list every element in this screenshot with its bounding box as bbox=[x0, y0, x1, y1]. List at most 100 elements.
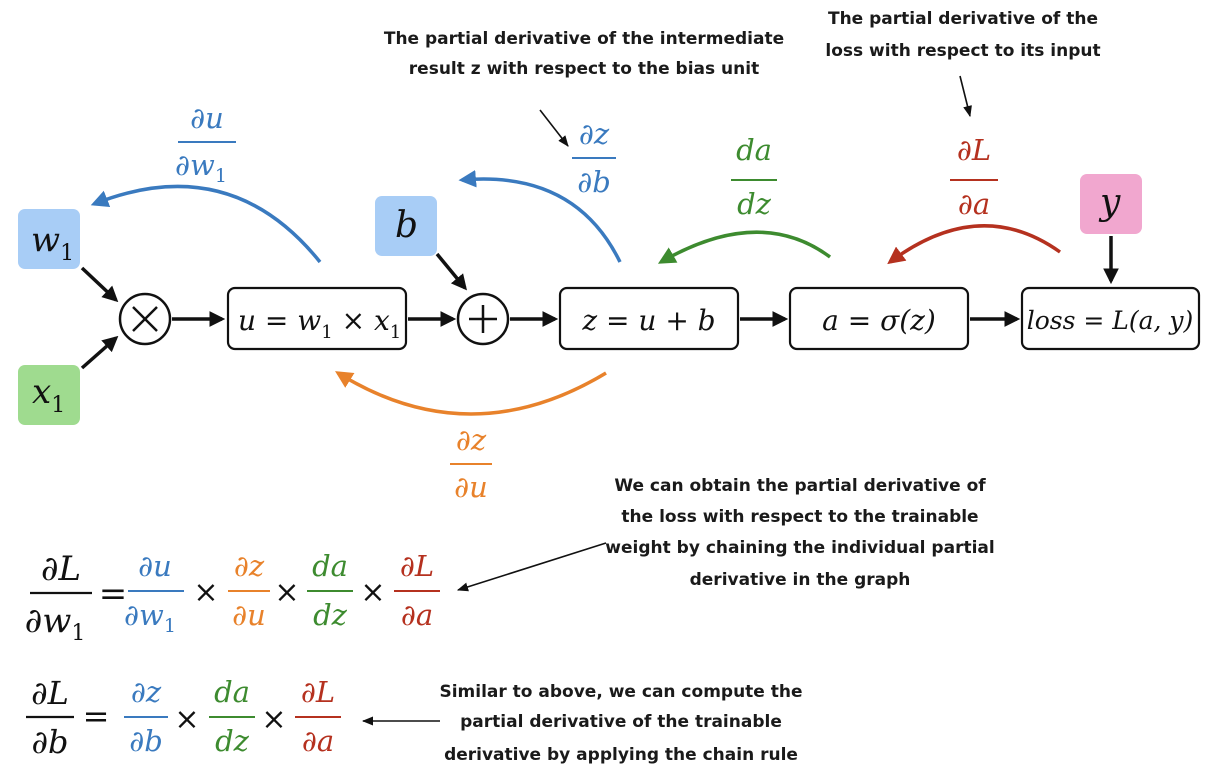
b-label: b bbox=[395, 205, 418, 246]
x1-label: x bbox=[32, 372, 51, 412]
dl-da-den: ∂a bbox=[958, 187, 990, 221]
equation-dl-db: ∂L ∂b = ∂z ∂b × da dz × ∂L ∂a bbox=[26, 674, 341, 761]
bias-chain-note-line-3: derivative by applying the chain rule bbox=[444, 745, 798, 765]
eq2-term3-den: ∂a bbox=[302, 724, 334, 758]
bias-note-line-2: result z with respect to the bias unit bbox=[409, 59, 759, 79]
annotation-bias-chain: Similar to above, we can compute the par… bbox=[361, 682, 803, 765]
eq1-times-3: × bbox=[360, 575, 385, 610]
eq1-term2-num: ∂z bbox=[234, 549, 265, 583]
b-input-box: b bbox=[375, 196, 437, 256]
y-input-box: y bbox=[1080, 174, 1142, 234]
bias-chain-note-line-1: Similar to above, we can compute the bbox=[439, 682, 802, 702]
node-u-sub: 1 bbox=[321, 322, 332, 343]
du-dw1-den-sub: 1 bbox=[215, 165, 227, 187]
label-dl-da: ∂L ∂a bbox=[950, 133, 998, 221]
eq1-lhs-num: ∂L bbox=[41, 549, 81, 589]
svg-text:∂w1: ∂w1 bbox=[175, 148, 227, 187]
svg-text:∂w1: ∂w1 bbox=[124, 598, 176, 637]
du-dw1-num: ∂u bbox=[190, 101, 224, 135]
bias-note-pointer bbox=[539, 109, 569, 147]
eq2-term1-num: ∂z bbox=[131, 675, 162, 709]
backprop-arrow-da-dz bbox=[657, 230, 832, 264]
svg-text:x1: x1 bbox=[32, 372, 65, 418]
annotation-weight: We can obtain the partial derivative of … bbox=[456, 476, 995, 592]
eq1-times-2: × bbox=[274, 575, 299, 610]
dz-du-num: ∂z bbox=[456, 423, 487, 457]
eq1-times-1: × bbox=[193, 575, 218, 610]
eq1-term1-den: ∂w bbox=[124, 598, 164, 632]
backprop-arrow-dl-da bbox=[887, 224, 1062, 265]
loss-note-line-2: loss with respect to its input bbox=[825, 41, 1100, 61]
eq2-equals: = bbox=[83, 697, 110, 735]
loss-note-pointer bbox=[959, 75, 972, 118]
backprop-arrow-du-dw1 bbox=[90, 184, 322, 264]
x1-input-box: x1 bbox=[18, 365, 80, 425]
node-u: u = w1 × x1 bbox=[226, 286, 408, 351]
bias-chain-note-line-2: partial derivative of the trainable bbox=[460, 712, 782, 732]
weight-note-line-2: the loss with respect to the trainable bbox=[621, 507, 978, 527]
weight-note-line-4: derivative in the graph bbox=[690, 570, 911, 590]
eq2-term2-num: da bbox=[214, 675, 250, 709]
eq2-term2-den: dz bbox=[215, 724, 250, 758]
eq2-term3-num: ∂L bbox=[301, 675, 335, 709]
label-da-dz: da dz bbox=[731, 133, 777, 221]
label-dz-du: ∂z ∂u bbox=[450, 423, 492, 504]
backprop-arrow-dz-db bbox=[458, 170, 622, 263]
da-dz-num: da bbox=[736, 133, 772, 167]
bias-note-line-1: The partial derivative of the intermedia… bbox=[384, 29, 784, 49]
edge-w1-to-multiply bbox=[80, 266, 119, 303]
w1-label: w bbox=[31, 220, 60, 260]
eq1-term4-den: ∂a bbox=[401, 598, 433, 632]
eq1-lhs-den-sub: 1 bbox=[71, 621, 85, 646]
equation-dl-dw1: ∂L ∂w1 = ∂u ∂w1 × ∂z ∂u × da dz × ∂L ∂a bbox=[25, 549, 440, 646]
node-u-lhs: u = w bbox=[238, 304, 321, 337]
w1-input-box: w1 bbox=[18, 209, 80, 269]
node-z: z = u + b bbox=[558, 286, 740, 351]
backprop-arrow-dz-du bbox=[335, 371, 607, 416]
node-a-label: a = σ(z) bbox=[822, 304, 936, 337]
node-z-label: z = u + b bbox=[581, 304, 715, 337]
node-loss: loss = L(a, y) bbox=[1020, 286, 1201, 351]
annotation-loss: The partial derivative of the loss with … bbox=[825, 9, 1101, 118]
eq2-lhs-num: ∂L bbox=[31, 674, 69, 712]
add-operator bbox=[456, 292, 510, 346]
node-loss-label: loss = L(a, y) bbox=[1027, 306, 1194, 335]
eq1-term3-den: dz bbox=[313, 598, 348, 632]
forward-edges bbox=[80, 236, 1119, 370]
eq2-times-2: × bbox=[261, 702, 286, 737]
eq1-term1-den-sub: 1 bbox=[164, 615, 176, 637]
eq2-times-1: × bbox=[174, 702, 199, 737]
eq1-term2-den: ∂u bbox=[232, 598, 266, 632]
edge-b-to-add bbox=[435, 252, 468, 291]
label-dz-db: ∂z ∂b bbox=[572, 117, 616, 199]
weight-note-line-3: weight by chaining the individual partia… bbox=[605, 538, 994, 558]
y-label: y bbox=[1098, 182, 1121, 223]
eq1-term3-num: da bbox=[312, 549, 348, 583]
dz-db-num: ∂z bbox=[579, 117, 610, 151]
x1-subscript: 1 bbox=[51, 393, 65, 418]
eq1-term4-num: ∂L bbox=[400, 549, 434, 583]
eq1-equals: = bbox=[99, 574, 128, 614]
loss-note-line-1: The partial derivative of the bbox=[828, 9, 1098, 29]
svg-text:u = w1 × x1: u = w1 × x1 bbox=[238, 304, 401, 343]
multiply-operator bbox=[118, 292, 172, 346]
du-dw1-den: ∂w bbox=[175, 148, 215, 182]
eq1-term1-num: ∂u bbox=[138, 549, 172, 583]
annotation-bias: The partial derivative of the intermedia… bbox=[384, 29, 784, 147]
w1-subscript: 1 bbox=[60, 241, 74, 266]
dz-db-den: ∂b bbox=[577, 165, 611, 199]
edge-x1-to-multiply bbox=[80, 335, 119, 370]
dz-du-den: ∂u bbox=[454, 470, 488, 504]
node-a: a = σ(z) bbox=[788, 286, 970, 351]
eq2-term1-den: ∂b bbox=[129, 724, 163, 758]
eq2-lhs-den: ∂b bbox=[31, 723, 68, 761]
svg-text:w1: w1 bbox=[31, 220, 74, 266]
eq1-lhs-den: ∂w bbox=[25, 601, 72, 641]
node-u-sub2: 1 bbox=[390, 322, 401, 343]
svg-text:∂w1: ∂w1 bbox=[25, 601, 86, 646]
node-u-rhs: × x bbox=[333, 304, 390, 337]
dl-da-num: ∂L bbox=[957, 133, 991, 167]
label-du-dw1: ∂u ∂w1 bbox=[175, 101, 236, 187]
da-dz-den: dz bbox=[737, 187, 772, 221]
